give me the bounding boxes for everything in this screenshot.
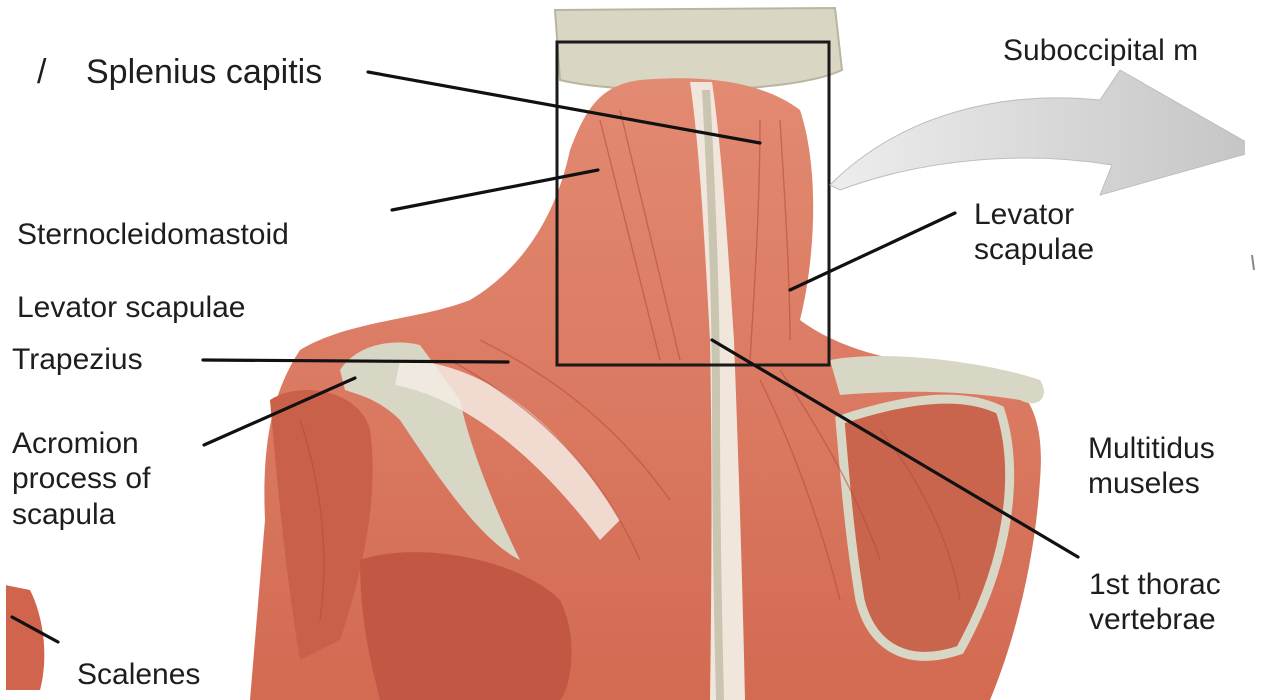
left-edge-mask xyxy=(0,0,6,700)
label-slash: / xyxy=(37,55,46,89)
skull-base xyxy=(555,8,842,90)
label-splenius-capitis: Splenius capitis xyxy=(86,55,322,89)
leader-levator-right xyxy=(790,213,955,290)
label-multifidus: Multitidus museles xyxy=(1088,431,1215,502)
label-suboccipital: Suboccipital m xyxy=(1003,36,1198,66)
scalenes-fragment xyxy=(5,585,44,690)
label-trapezius: Trapezius xyxy=(12,345,143,375)
label-thoracic: 1st thorac vertebrae xyxy=(1089,567,1221,638)
curved-arrow xyxy=(830,70,1260,195)
label-sternocleidomastoid: Sternocleidomastoid xyxy=(17,220,289,250)
arrow-tail-mask xyxy=(1245,60,1263,190)
label-levator-scapulae-right: Levator scapulae xyxy=(974,197,1094,268)
label-scalenes: Scalenes xyxy=(77,660,200,690)
label-acromion: Acromion process of scapula xyxy=(12,426,150,532)
label-levator-scapulae-left: Levator scapulae xyxy=(17,293,246,323)
tiny-mark xyxy=(1252,255,1254,270)
leader-trapezius xyxy=(203,360,508,362)
